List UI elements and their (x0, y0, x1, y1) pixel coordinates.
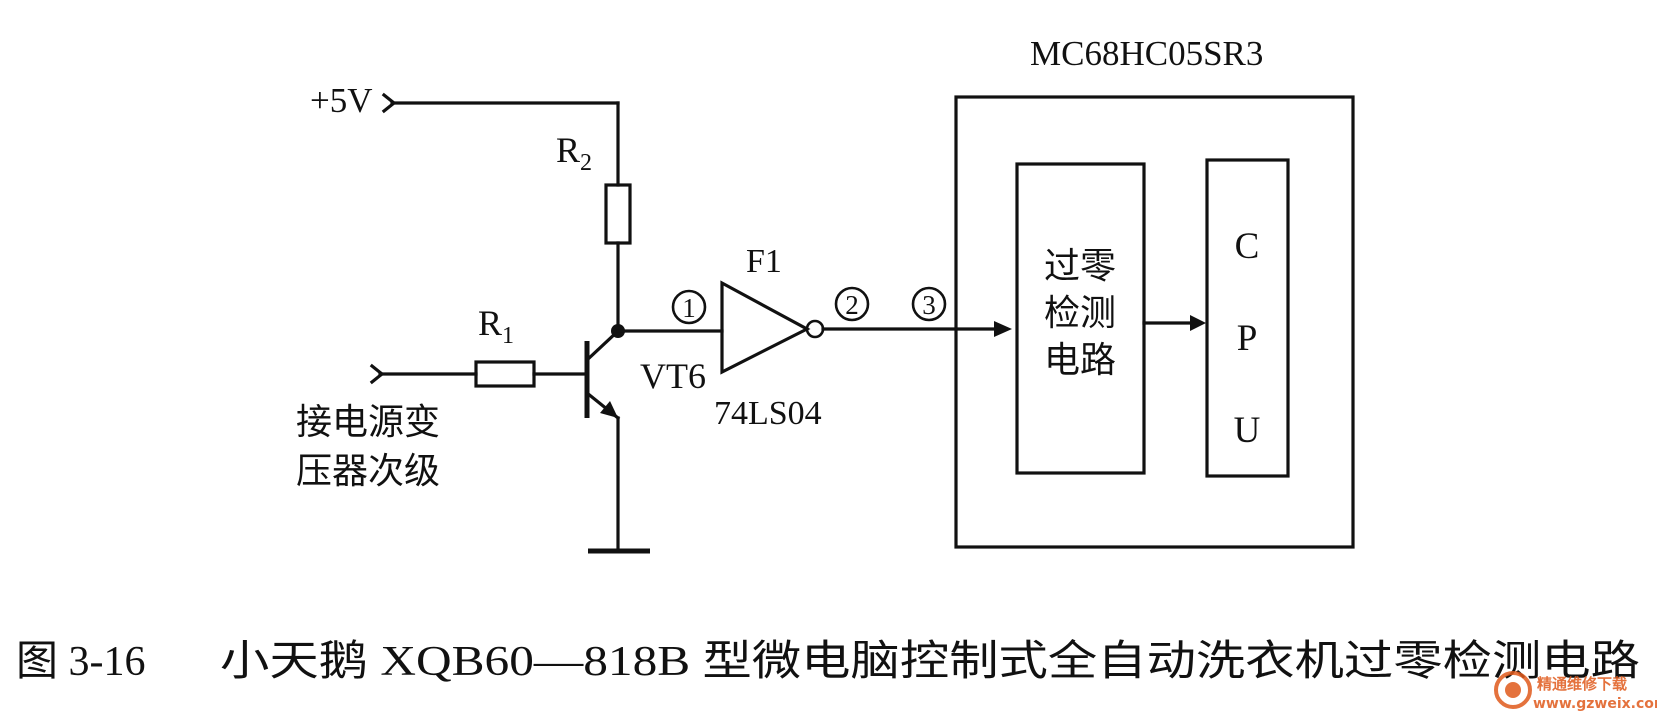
node-1-label: 1 (682, 293, 696, 323)
input-label-line1: 接电源变 (296, 402, 440, 443)
r1-letter: R (478, 303, 502, 343)
vt6-label: VT6 (640, 356, 706, 396)
node-2-label: 2 (845, 290, 859, 320)
gate-part-label: 74LS04 (714, 395, 822, 432)
node-2-circle (834, 286, 870, 322)
mcu-outline (954, 95, 1355, 549)
watermark-line2: www.gzweix.com (1533, 696, 1657, 712)
r2-letter: R (556, 130, 580, 170)
inverter-stage: 1 F1 74LS04 2 3 (616, 243, 1012, 432)
node-1-circle (671, 289, 707, 325)
figure-caption: 图 3-16 小天鹅 XQB60—818B 型微电脑控制式全自动洗衣机过零检测电… (16, 638, 1640, 685)
zero-cross-label-line2: 检测 (1044, 293, 1116, 334)
cpu-letter-p: P (1237, 318, 1258, 359)
resistor-r2: R2 (556, 130, 632, 333)
zero-cross-label-line3: 电路 (1044, 340, 1116, 381)
zero-cross-block (1015, 162, 1146, 475)
transistor-vt6: VT6 (584, 324, 706, 554)
zc-to-cpu-arrowhead (1190, 315, 1206, 331)
cpu-letter-c: C (1235, 226, 1260, 267)
cpu-letter-u: U (1234, 410, 1261, 451)
cpu-block (1205, 158, 1290, 478)
watermark-swirl-icon (1494, 671, 1532, 709)
mcu-name-label: MC68HC05SR3 (1030, 34, 1263, 73)
caption-title: 小天鹅 XQB60—818B 型微电脑控制式全自动洗衣机过零检测电路 (220, 638, 1640, 685)
node-3-label: 3 (922, 290, 936, 320)
r2-subscript: 2 (580, 150, 592, 176)
watermark-swirl-inner (1505, 682, 1521, 698)
r1-body (474, 360, 536, 388)
node-3-circle (911, 286, 947, 322)
vt6-emitter-arrow (600, 401, 618, 418)
signal-arrowhead (994, 321, 1012, 337)
input-label-line2: 压器次级 (296, 451, 440, 492)
watermark-line1: 精通维修下载 (1537, 675, 1627, 693)
r1-subscript: 1 (502, 323, 514, 349)
zero-cross-label-line1: 过零 (1044, 246, 1116, 287)
supply-label: +5V (310, 81, 373, 120)
input-stage: R1 接电源变 压器次级 (296, 303, 587, 492)
r2-label: R2 (556, 130, 592, 176)
r1-label: R1 (478, 303, 514, 349)
mcu-block: MC68HC05SR3 过零 检测 电路 C P U (954, 34, 1355, 549)
r2-body (604, 183, 632, 245)
supply-rail: +5V (310, 81, 620, 187)
watermark-logo: 精通维修下载 www.gzweix.com (1494, 671, 1657, 712)
caption-figure-number: 图 3-16 (16, 639, 146, 685)
vt6-collector (584, 328, 621, 363)
inverter-f1-body (720, 280, 811, 375)
gate-name-label: F1 (746, 243, 782, 280)
